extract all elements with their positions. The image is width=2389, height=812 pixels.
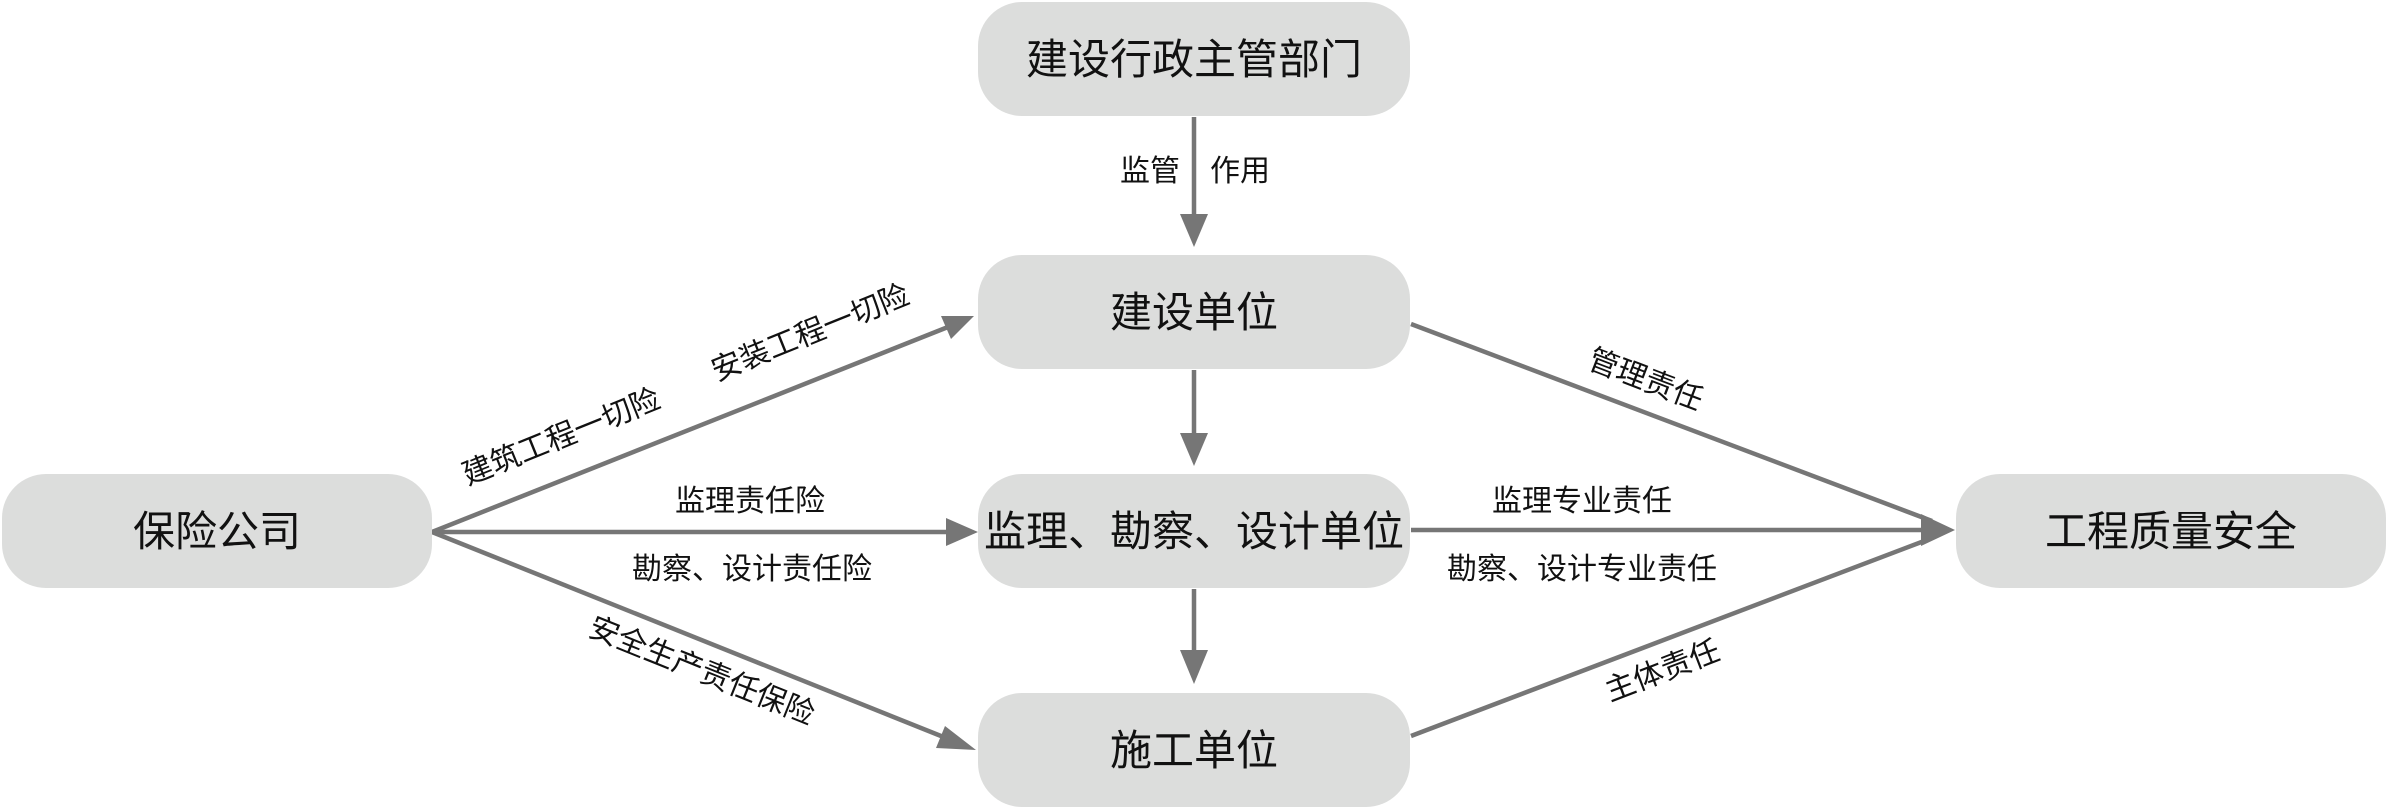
node-insurer-label: 保险公司	[133, 507, 301, 556]
arrow-insurer-contractor	[936, 726, 976, 750]
node-insurer: 保险公司	[2, 474, 432, 588]
node-admin-label: 建设行政主管部门	[1026, 35, 1362, 84]
node-quality-label: 工程质量安全	[2045, 507, 2297, 556]
node-consult: 监理、勘察、设计单位	[978, 474, 1410, 588]
label-ins-consult-1: 监理责任险	[675, 484, 825, 519]
node-owner: 建设单位	[978, 255, 1410, 369]
node-contractor-label: 施工单位	[1110, 726, 1278, 775]
node-contractor: 施工单位	[978, 693, 1410, 807]
edge-insurer-contractor	[431, 529, 947, 741]
label-supervise-left: 监管	[1120, 154, 1180, 189]
label-contractor-quality: 主体责任	[1600, 633, 1725, 709]
edge-contractor-quality	[1410, 535, 1933, 739]
label-owner-quality: 管理责任	[1583, 342, 1708, 418]
label-ins-consult-2: 勘察、设计责任险	[632, 552, 872, 587]
node-owner-label: 建设单位	[1110, 288, 1278, 337]
edges	[431, 117, 1955, 750]
node-consult-label: 监理、勘察、设计单位	[984, 507, 1404, 556]
label-consult-quality-1: 监理专业责任	[1492, 484, 1672, 519]
label-supervise-right: 作用	[1210, 154, 1270, 189]
edge-owner-quality	[1410, 321, 1933, 524]
arrow-insurer-owner	[941, 316, 974, 339]
arrow-admin-owner	[1180, 214, 1208, 247]
node-quality: 工程质量安全	[1956, 474, 2386, 588]
arrow-into-quality	[1921, 514, 1955, 546]
edge-labels: 监管 作用 建筑工程一切险 安装工程一切险 监理责任险 勘察、设计责任险 安全生…	[458, 154, 1725, 732]
arrow-insurer-consult	[946, 518, 978, 546]
label-consult-quality-2: 勘察、设计专业责任	[1447, 552, 1717, 587]
node-admin: 建设行政主管部门	[978, 2, 1410, 116]
arrow-owner-consult	[1180, 433, 1208, 466]
edge-insurer-owner	[431, 324, 949, 535]
label-ins-owner-2: 安装工程一切险	[707, 278, 915, 389]
label-ins-owner-1: 建筑工程一切险	[458, 382, 666, 493]
arrow-consult-contractor	[1180, 650, 1208, 684]
